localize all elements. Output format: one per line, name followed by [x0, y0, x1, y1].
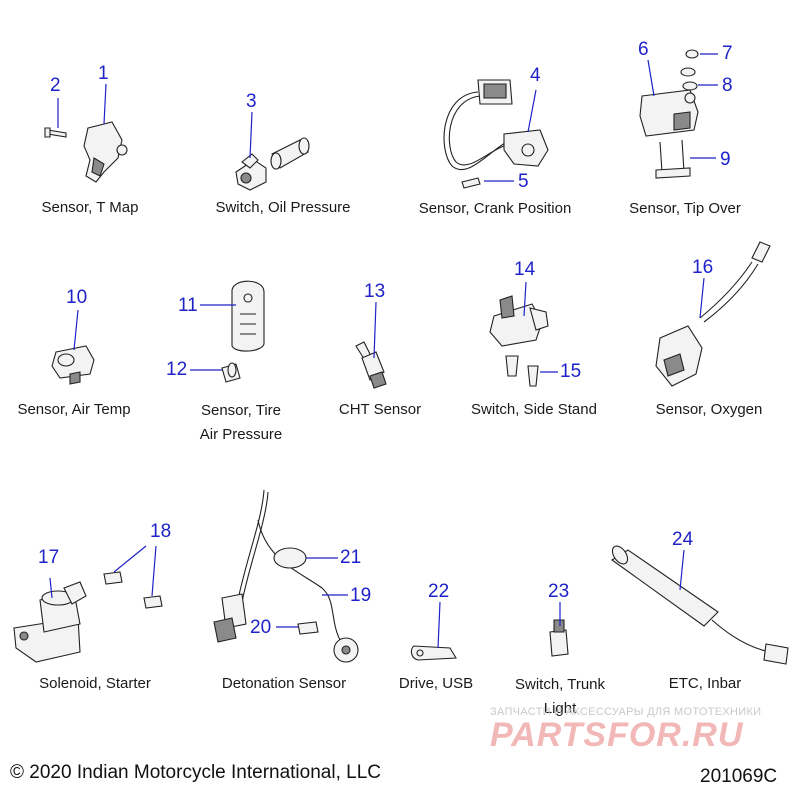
caption-drive-usb: Drive, USB	[398, 675, 474, 692]
oil-pressure-switch-drawing	[235, 111, 310, 191]
callout-11: 11	[178, 295, 198, 316]
starter-solenoid-drawing	[13, 545, 163, 663]
caption-sensor-tire-air-pressure: Sensor, Tire Air Pressure	[199, 402, 283, 443]
caption-switch-trunk-light: Switch, Trunk Light	[514, 676, 606, 717]
side-stand-switch-drawing	[489, 281, 558, 387]
callout-10: 10	[66, 287, 88, 308]
callout-8: 8	[722, 75, 733, 96]
caption-sensor-tip-over: Sensor, Tip Over	[629, 200, 741, 217]
callout-23: 23	[548, 581, 570, 602]
oxygen-sensor-drawing	[655, 241, 771, 387]
air-temp-sensor-drawing	[51, 309, 95, 385]
callout-22: 22	[428, 581, 450, 602]
callout-15: 15	[560, 361, 582, 382]
callout-17: 17	[38, 547, 60, 568]
callout-19: 19	[350, 585, 372, 606]
callout-9: 9	[720, 149, 731, 170]
caption-detonation-sensor: Detonation Sensor	[221, 675, 347, 692]
caption-switch-oil-pressure: Switch, Oil Pressure	[215, 199, 351, 216]
tip-over-sensor-drawing	[639, 49, 718, 179]
etc-inbar-drawing	[611, 545, 789, 665]
callout-13: 13	[364, 281, 386, 302]
trunk-light-switch-drawing	[549, 602, 569, 657]
callout-2: 2	[50, 75, 61, 96]
caption-solenoid-starter: Solenoid, Starter	[39, 675, 151, 692]
caption-etc-inbar: ETC, Inbar	[668, 675, 742, 692]
diagram-number: 201069C	[700, 766, 778, 787]
callout-20: 20	[250, 617, 272, 638]
caption-switch-side-stand: Switch, Side Stand	[471, 401, 597, 418]
caption-sensor-air-temp: Sensor, Air Temp	[17, 401, 131, 418]
callout-1: 1	[98, 63, 109, 84]
caption-cht-sensor: CHT Sensor	[338, 401, 422, 418]
crank-position-sensor-drawing	[443, 79, 549, 189]
callout-18: 18	[150, 521, 172, 542]
detonation-sensor-drawing	[213, 489, 359, 663]
callout-12: 12	[166, 359, 188, 380]
callout-16: 16	[692, 257, 714, 278]
caption-sensor-t-map: Sensor, T Map	[41, 199, 139, 216]
callout-5: 5	[518, 171, 529, 192]
tire-air-pressure-sensor-drawing	[190, 280, 265, 383]
t-map-sensor-drawing	[44, 83, 128, 183]
watermark-logo: PARTSFOR.RU	[490, 716, 744, 754]
watermark-tagline: ЗАПЧАСТИ И АКСЕССУАРЫ ДЛЯ МОТОТЕХНИКИ	[490, 706, 762, 718]
copyright-notice: © 2020 Indian Motorcycle International, …	[10, 762, 381, 783]
caption-sensor-oxygen: Sensor, Oxygen	[655, 401, 763, 418]
callout-14: 14	[514, 259, 536, 280]
callout-21: 21	[340, 547, 362, 568]
cht-sensor-drawing	[355, 301, 387, 389]
callout-24: 24	[672, 529, 694, 550]
callout-7: 7	[722, 43, 733, 64]
callout-3: 3	[246, 91, 257, 112]
caption-sensor-crank-position: Sensor, Crank Position	[418, 200, 572, 217]
callout-4: 4	[530, 65, 541, 86]
callout-6: 6	[638, 39, 649, 60]
usb-drive-drawing	[410, 601, 457, 661]
